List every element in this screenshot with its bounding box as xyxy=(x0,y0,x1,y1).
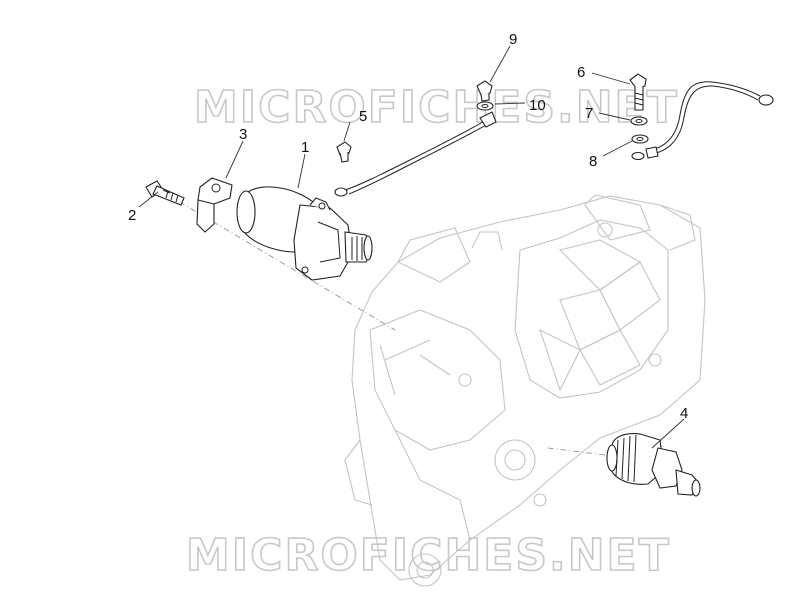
callout-7: 7 xyxy=(585,105,593,122)
starter-motor-part-1 xyxy=(236,186,373,281)
callout-4: 4 xyxy=(680,405,688,422)
starter-cable xyxy=(334,111,497,197)
leader-lines xyxy=(138,45,685,449)
callout-8: 8 xyxy=(589,153,597,170)
washer-part-7 xyxy=(630,116,648,126)
bolt-part-2 xyxy=(145,180,185,206)
callout-labels: 1 2 3 4 5 6 7 8 9 10 xyxy=(128,31,688,422)
watermark-bottom: MICROFICHES.NET xyxy=(186,530,671,581)
callout-6: 6 xyxy=(577,64,585,81)
washer-part-10 xyxy=(476,101,494,111)
bolt-part-6 xyxy=(629,73,647,111)
callout-9: 9 xyxy=(509,31,517,48)
washer-part-8 xyxy=(631,134,649,161)
callout-3: 3 xyxy=(239,126,247,143)
watermark-top: MICROFICHES.NET xyxy=(194,82,679,133)
bolt-part-9 xyxy=(476,80,493,102)
battery-cable xyxy=(645,81,774,159)
callout-5: 5 xyxy=(359,108,367,125)
bendix-drive-part-4 xyxy=(606,433,701,497)
bolt-part-5 xyxy=(336,141,352,163)
bracket-part-3 xyxy=(196,177,233,233)
crankcase-ghost xyxy=(344,194,706,587)
callout-10: 10 xyxy=(529,97,546,114)
callout-1: 1 xyxy=(301,139,309,156)
callout-2: 2 xyxy=(128,207,136,224)
bendix-axis-line xyxy=(547,447,606,456)
